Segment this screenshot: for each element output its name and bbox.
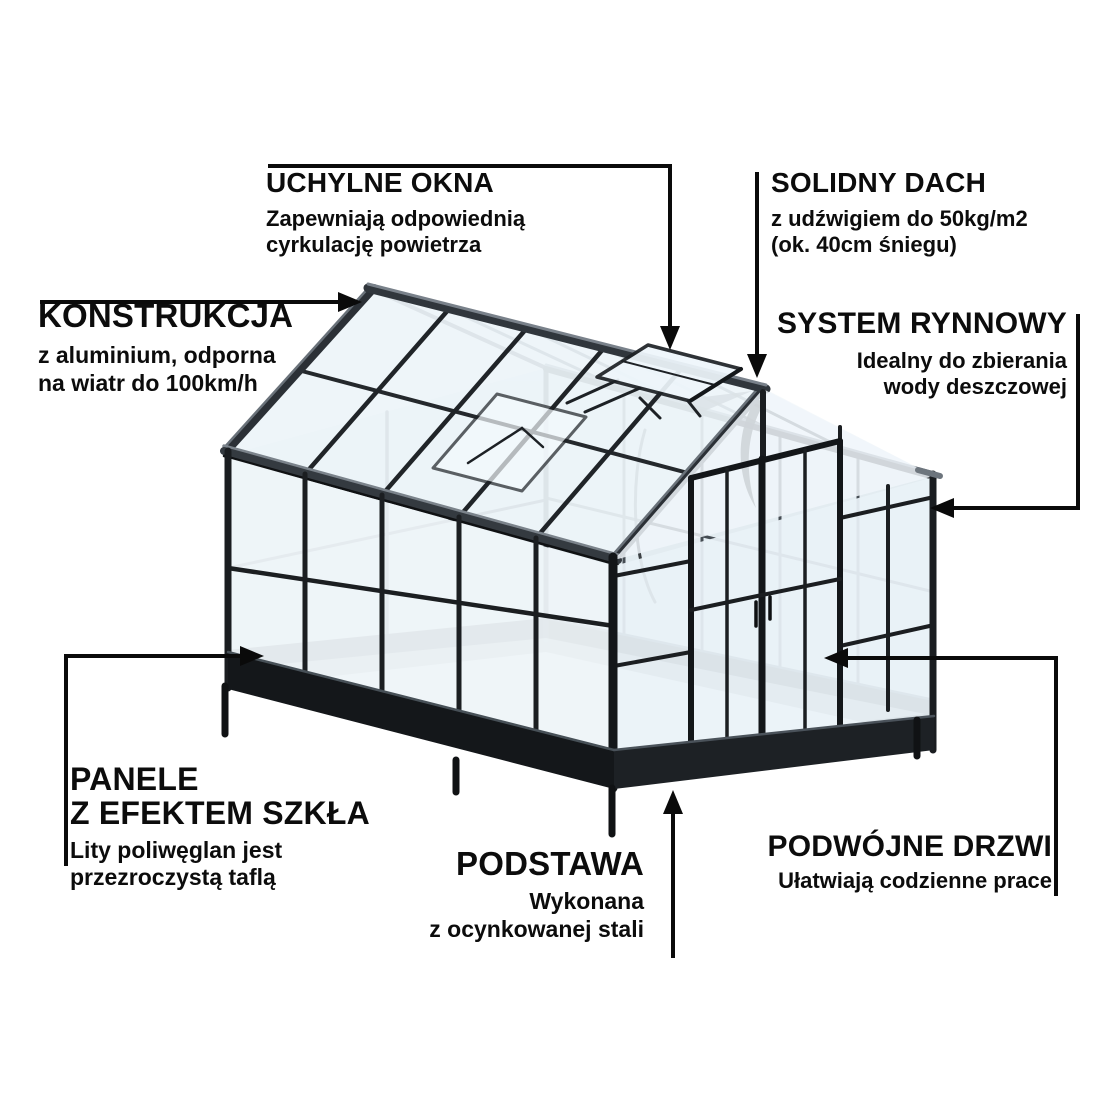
- double-doors: [687, 438, 844, 775]
- callout-title: PODSTAWA: [456, 845, 644, 882]
- base-frame: [221, 650, 936, 838]
- arrow-solidny-dach: [747, 172, 767, 378]
- callout-title: SYSTEM RYNNOWY: [776, 307, 1067, 340]
- arrow-system-rynnowy: [930, 314, 1080, 518]
- arrow-konstrukcja: [40, 292, 362, 312]
- callout-subtitle: Lity poliwęglan jest przezroczystą taflą: [70, 836, 283, 891]
- callout-konstrukcja: KONSTRUKCJA z aluminium, odporna na wiat…: [38, 297, 294, 397]
- gutter-end-cap: [915, 467, 943, 479]
- callout-podstawa: PODSTAWA Wykonana z ocynkowanej stali: [429, 845, 644, 943]
- callout-title-line2: Z EFEKTEM SZKŁA: [70, 794, 370, 831]
- callout-solidny-dach: SOLIDNY DACH z udźwigiem do 50kg/m2 (ok.…: [771, 168, 1028, 258]
- side-wall-mullions: [302, 471, 539, 736]
- callout-subtitle: Idealny do zbierania wody deszczowej: [856, 347, 1067, 400]
- callout-subtitle: Zapewniają odpowiednią cyrkulację powiet…: [266, 205, 526, 258]
- callout-subtitle: Ułatwiają codzienne prace: [778, 867, 1052, 893]
- callout-title: PANELE: [70, 761, 199, 797]
- callout-title: PODWÓJNE DRZWI: [767, 830, 1052, 863]
- callout-subtitle: z udźwigiem do 50kg/m2 (ok. 40cm śniegu): [771, 205, 1028, 258]
- roof-window-open: [565, 343, 743, 420]
- arrow-podstawa: [663, 790, 683, 958]
- callout-subtitle: z aluminium, odporna na wiatr do 100km/h: [38, 341, 276, 396]
- arrow-uchylne-okna: [268, 164, 680, 350]
- ground-anchors: [221, 682, 921, 838]
- gable-wall: [612, 389, 936, 775]
- arrow-podwojne-drzwi: [824, 648, 1058, 896]
- callout-podwojne-drzwi: PODWÓJNE DRZWI Ułatwiają codzienne prace: [768, 831, 1052, 894]
- callout-panele: PANELE Z EFEKTEM SZKŁA Lity poliwęglan j…: [70, 761, 370, 892]
- callout-uchylne-okna: UCHYLNE OKNA Zapewniają odpowiednią cyrk…: [266, 168, 525, 258]
- arrow-panele: [64, 646, 264, 866]
- side-wall-rail: [225, 565, 617, 629]
- base-gable-band: [614, 716, 934, 789]
- left-gable-edge: [221, 283, 378, 456]
- callout-system-rynnowy: SYSTEM RYNNOWY Idealny do zbierania wody…: [777, 308, 1067, 401]
- gutter-front: [220, 444, 622, 567]
- callout-subtitle: Wykonana z ocynkowanej stali: [429, 887, 644, 942]
- roof-window-closed: [431, 392, 588, 493]
- base-side-band: [228, 652, 614, 789]
- gable-rails: [612, 484, 936, 712]
- callout-title: UCHYLNE OKNA: [266, 167, 494, 198]
- callout-title: KONSTRUKCJA: [38, 297, 294, 334]
- callout-title: SOLIDNY DACH: [771, 167, 987, 198]
